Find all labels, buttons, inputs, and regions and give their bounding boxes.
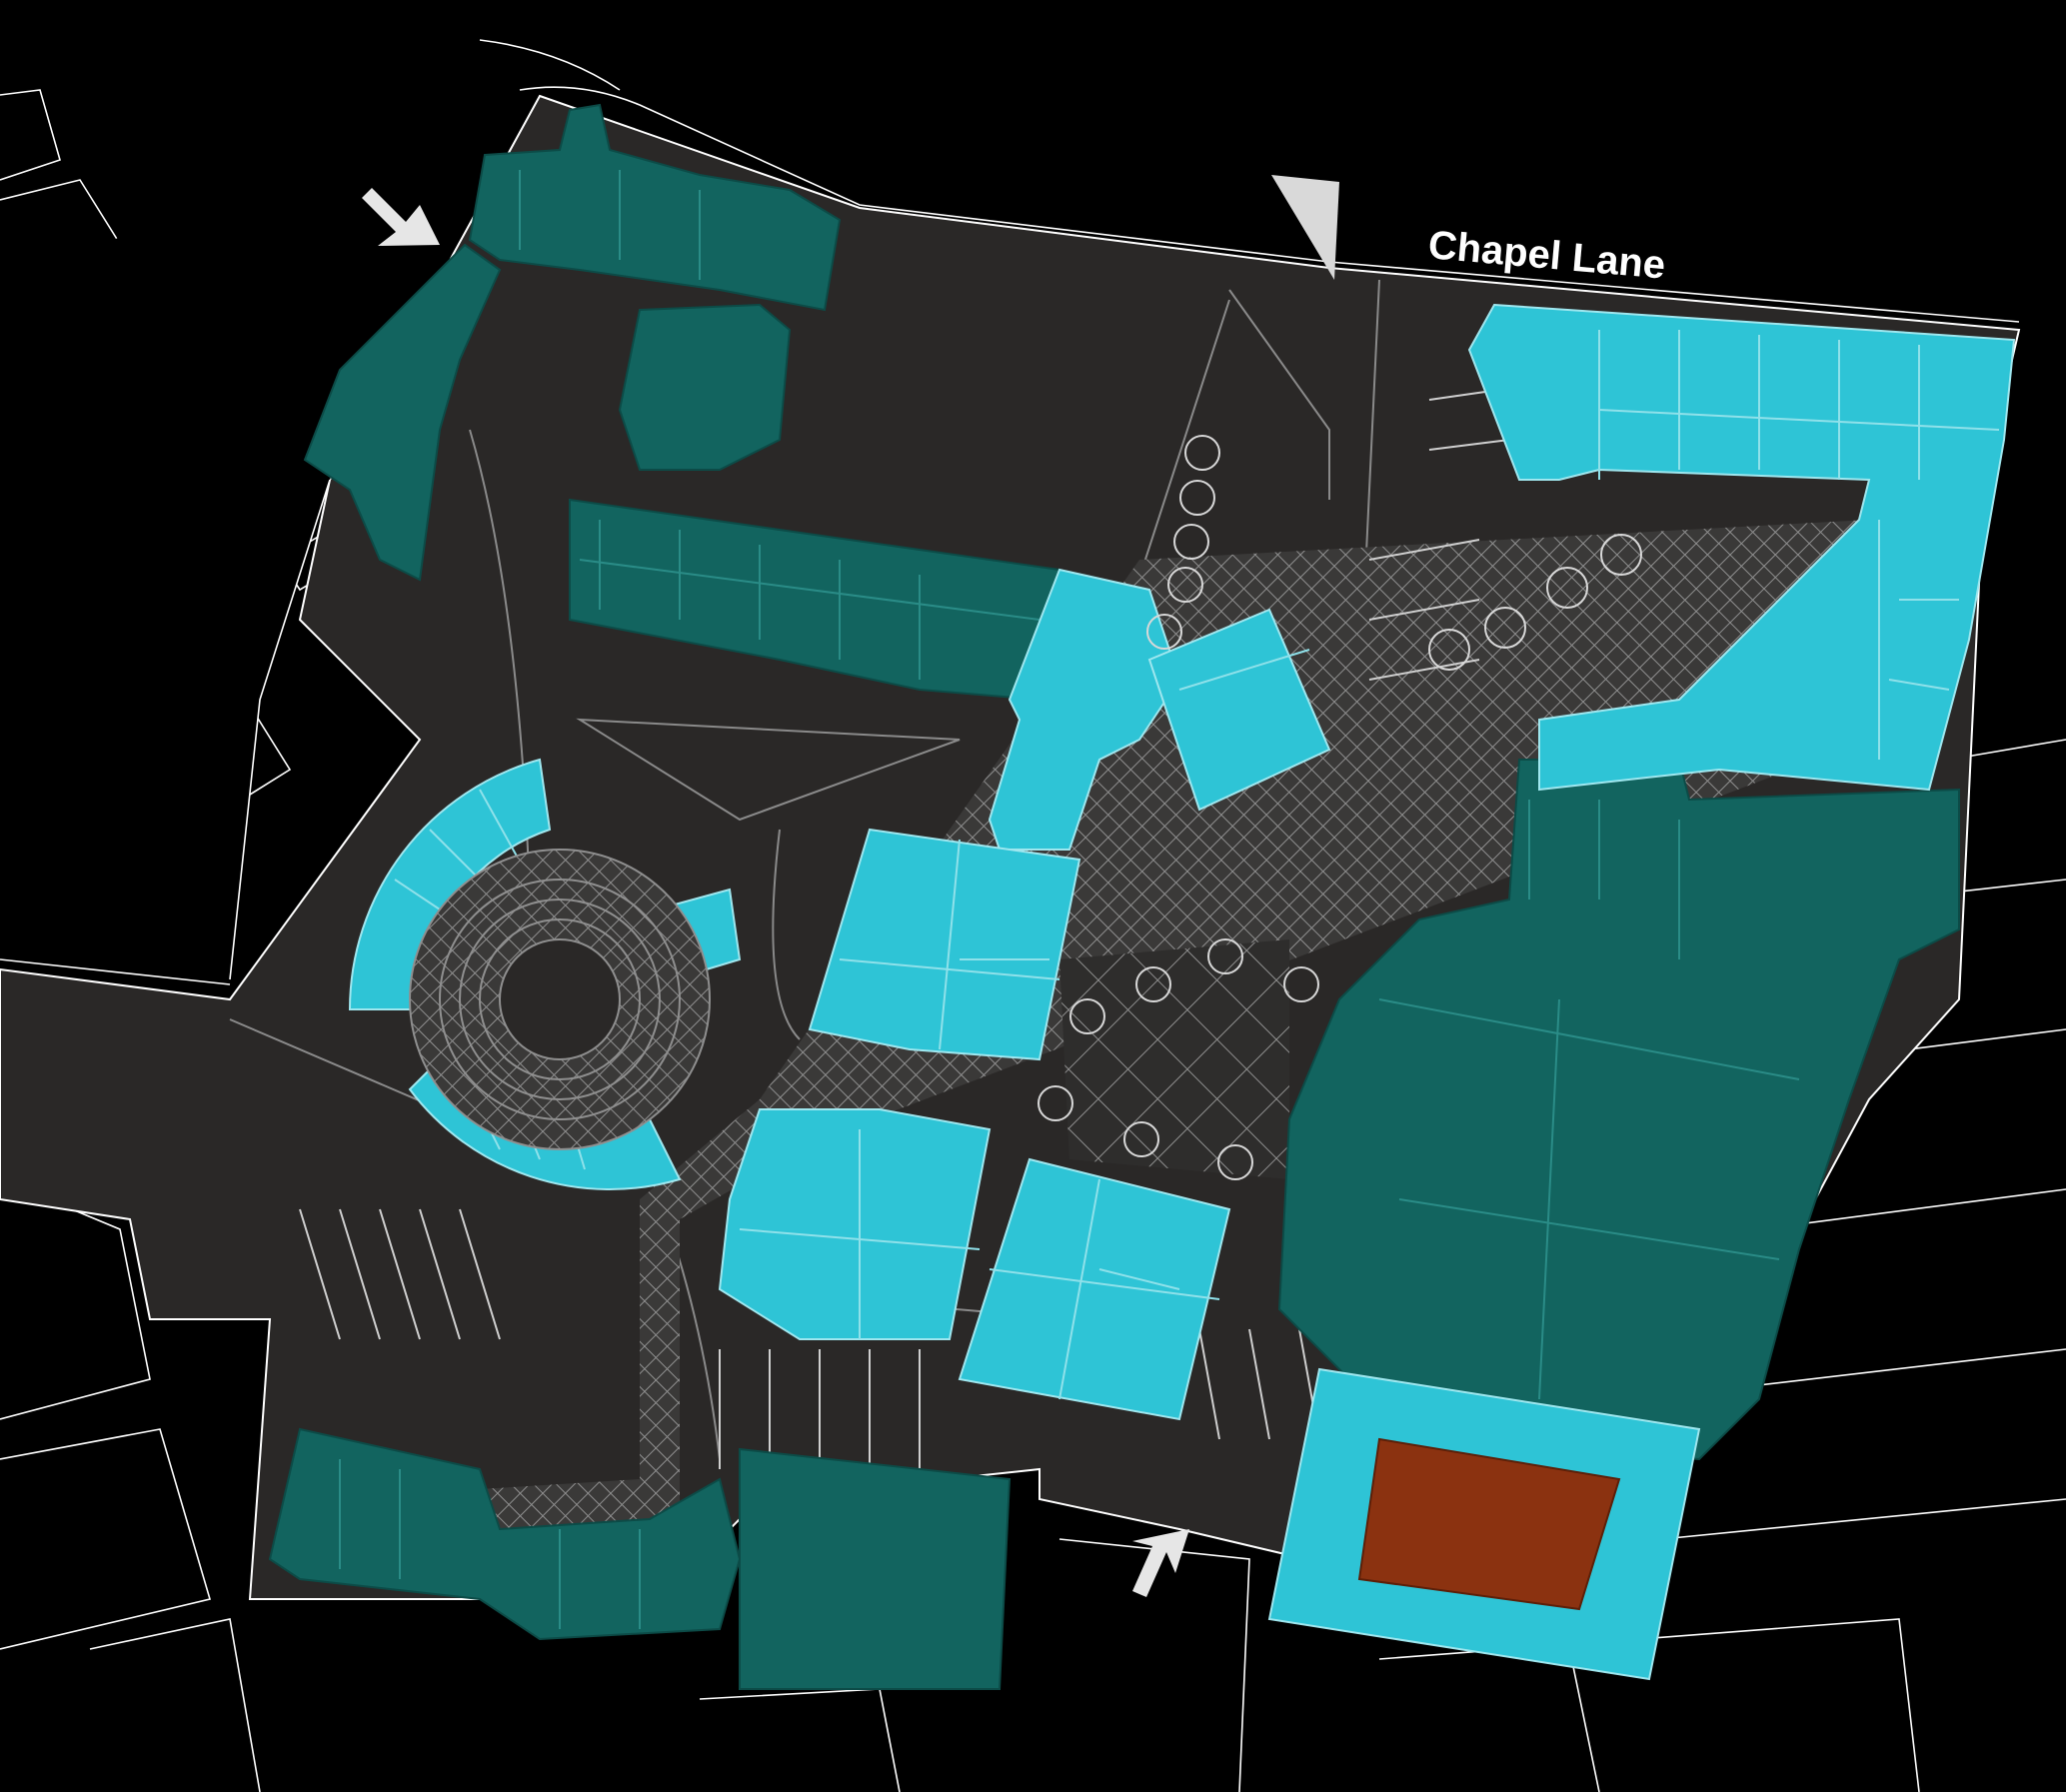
sports-court [1357,1437,1621,1611]
building-north-cube [1147,608,1331,812]
entrance-arrow-icon [1132,1529,1189,1597]
chapel-lane-road [320,0,2066,320]
main-entrance-triangle-icon [1271,175,1339,280]
building-south-centre-east [958,1157,1231,1421]
car-park-bays [299,389,1510,1469]
amphitheatre [409,849,711,1150]
building-arc-north [348,758,552,1010]
building-villa [618,303,792,471]
existing-building-interiors [339,170,1800,1629]
existing-buildings [268,103,1960,1690]
building-link [988,568,1181,851]
west-road [0,100,470,979]
tree-icon [1037,435,1642,1180]
building-south-block [739,1447,1012,1690]
entrance-arrow-icon [362,188,440,246]
building-centre-large [808,828,1081,1061]
building-south-west [268,1427,742,1641]
building-west-wing [303,243,502,582]
building-north-east-l [1467,303,2016,792]
building-south-centre-west [718,1108,992,1340]
building-north-west [468,103,842,312]
